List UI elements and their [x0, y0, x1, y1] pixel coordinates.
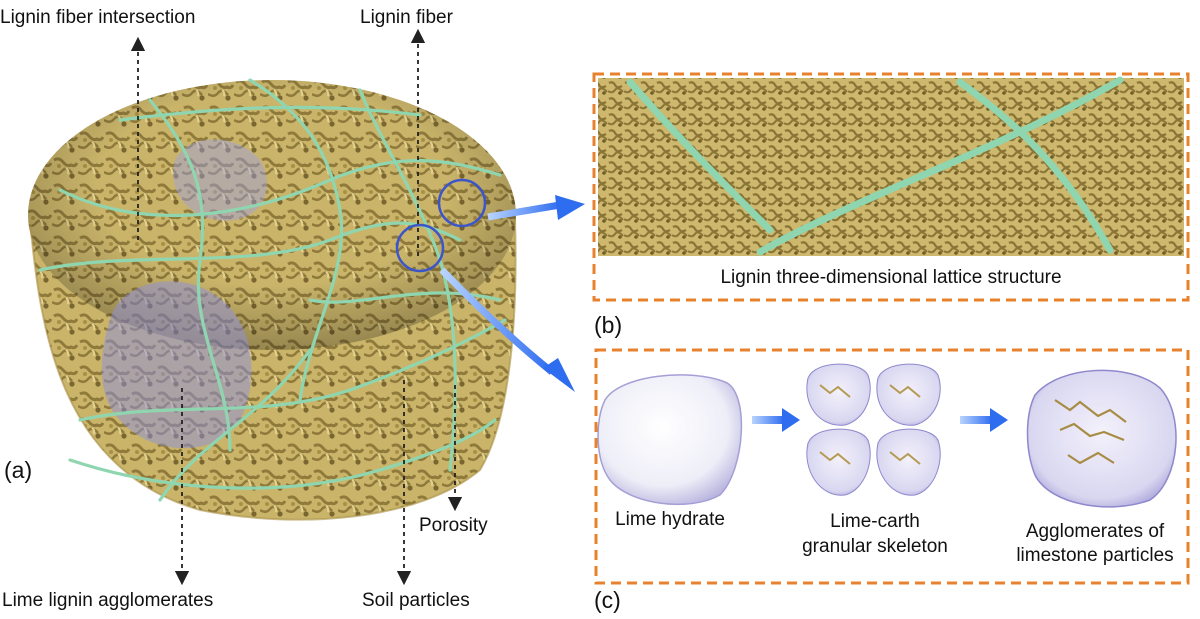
limestone-agglomerate-particle	[1028, 370, 1177, 507]
panel-label-a: (a)	[4, 459, 32, 482]
label-porosity: Porosity	[419, 516, 488, 535]
step-label-granular-skeleton-line2: granular skeleton	[790, 537, 960, 556]
granular-skeleton-particles	[807, 364, 940, 495]
lime-hydrate-particle	[598, 375, 741, 504]
panel-b-caption: Lignin three-dimensional lattice structu…	[598, 268, 1184, 287]
label-lignin-fiber: Lignin fiber	[360, 8, 453, 27]
step-label-limestone-agglomerates-line2: limestone particles	[995, 546, 1195, 565]
sample-cylinder	[28, 80, 516, 520]
step-label-granular-skeleton-line1: Lime-carth	[790, 512, 960, 531]
step-label-lime-hydrate: Lime hydrate	[600, 510, 740, 529]
panel-label-b: (b)	[594, 314, 622, 337]
label-lignin-fiber-intersection: Lignin fiber intersection	[0, 8, 195, 27]
panel-label-c: (c)	[594, 589, 621, 612]
step-label-limestone-agglomerates-line1: Agglomerates of	[995, 522, 1195, 541]
step-arrow-1	[752, 408, 800, 432]
label-soil-particles: Soil particles	[362, 591, 470, 610]
label-lime-lignin-agglomerates: Lime lignin agglomerates	[2, 591, 213, 610]
step-arrow-2	[960, 408, 1008, 432]
